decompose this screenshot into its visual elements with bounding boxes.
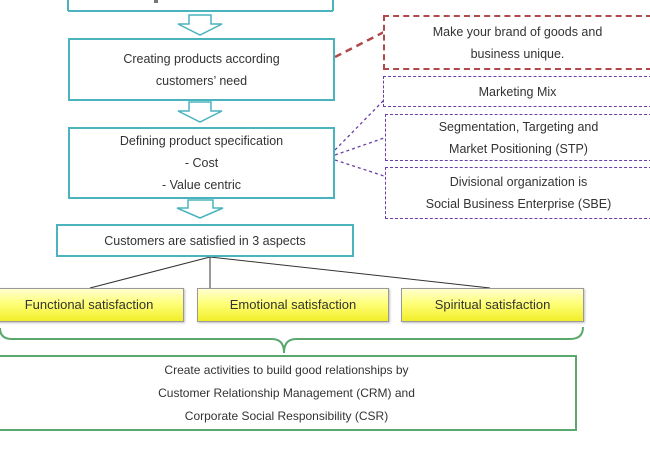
down-arrow-icon bbox=[177, 14, 223, 36]
customers-satisfied-label: Customers are satisfied in 3 aspects bbox=[104, 233, 306, 248]
brand-note-line1: Make your brand of goods and bbox=[432, 24, 603, 39]
marketing-mix-box: Marketing Mix bbox=[383, 76, 650, 107]
stp-box: Segmentation, Targeting and Market Posit… bbox=[385, 114, 650, 161]
stp-line1: Segmentation, Targeting and bbox=[438, 119, 599, 134]
brand-connector bbox=[334, 30, 385, 59]
tree-line bbox=[89, 256, 211, 289]
product-spec-line1: Defining product specification bbox=[119, 134, 284, 148]
creating-products-line2: customers’ need bbox=[155, 73, 248, 88]
functional-satisfaction-label: Functional satisfaction bbox=[24, 297, 154, 312]
tree-line bbox=[209, 256, 491, 289]
marketing-mix-label: Marketing Mix bbox=[478, 84, 557, 99]
strategy-connector bbox=[334, 137, 385, 156]
relationships-line2: Customer Relationship Management (CRM) a… bbox=[158, 385, 415, 400]
relationships-line3: Corporate Social Responsibility (CSR) bbox=[184, 408, 389, 423]
stp-line2: Market Positioning (STP) bbox=[449, 141, 588, 156]
brand-note-box: Make your brand of goods and business un… bbox=[383, 15, 650, 70]
strategy-connector bbox=[334, 99, 385, 151]
down-arrow-icon bbox=[176, 199, 224, 219]
product-spec-line3: - Value centric bbox=[162, 178, 241, 192]
sbe-box: Divisional organization is Social Busine… bbox=[385, 167, 650, 219]
brand-note-line2: business unique. bbox=[470, 46, 565, 61]
grouping-bracket bbox=[0, 326, 584, 354]
emotional-satisfaction-label: Emotional satisfaction bbox=[229, 297, 357, 312]
functional-satisfaction-box: Functional satisfaction bbox=[0, 288, 184, 322]
creating-products-line1: Creating products according bbox=[123, 51, 280, 66]
product-spec-box: Defining product specification - Cost - … bbox=[68, 127, 335, 199]
product-spec-line2: - Cost bbox=[184, 156, 219, 170]
sbe-line1: Divisional organization is bbox=[449, 175, 588, 189]
creating-products-box: Creating products according customers’ n… bbox=[68, 38, 335, 101]
relationships-box: Create activities to build good relation… bbox=[0, 355, 577, 431]
sbe-line2: Social Business Enterprise (SBE) bbox=[425, 197, 612, 211]
customers-satisfied-box: Customers are satisfied in 3 aspects bbox=[56, 224, 354, 257]
down-arrow-icon bbox=[177, 101, 223, 123]
spiritual-satisfaction-box: Spiritual satisfaction bbox=[401, 288, 584, 322]
emotional-satisfaction-box: Emotional satisfaction bbox=[197, 288, 389, 322]
strategy-connector bbox=[334, 159, 385, 177]
spiritual-satisfaction-label: Spiritual satisfaction bbox=[434, 297, 551, 312]
relationships-line1: Create activities to build good relation… bbox=[164, 362, 409, 377]
